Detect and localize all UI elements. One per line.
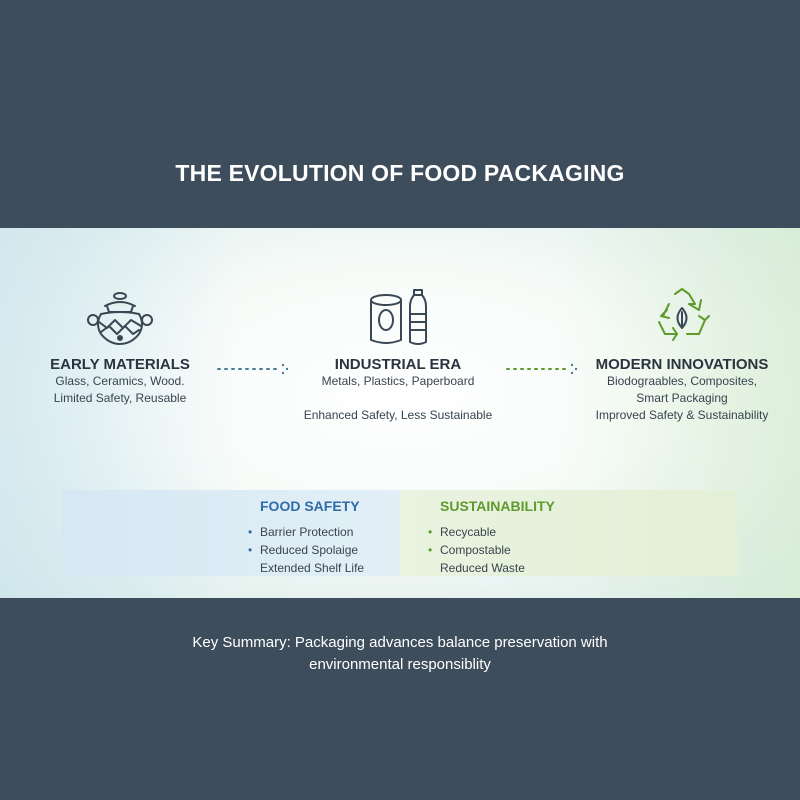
benefits-table: FOOD SAFETY Barrier Protection Reduced S… [62,490,738,576]
food-safety-list: Barrier Protection Reduced Spolaige Exte… [248,523,364,577]
stage-modern-innovations: MODERN INNOVATIONS Biodograables, Compos… [562,286,800,424]
stage-description: Enhanced Safety, Less Sustainable [303,408,493,422]
stage-description: Metals, Plastics, Paperboard [321,374,475,388]
stage-name: EARLY MATERIALS [50,356,190,373]
list-item: Extended Shelf Life [260,561,365,575]
key-summary: Key Summary: Packaging advances balance … [0,632,800,676]
clay-pot-icon [0,286,240,348]
sustainability-list: Recycable Compostable Reduced Waste [428,523,525,577]
list-item: Reduced Spolaige [248,541,364,559]
dotted-arrow-icon [216,362,292,380]
stage-description: Biodograables, Composites, [606,374,758,388]
stage-early-materials: EARLY MATERIALS Glass, Ceramics, Wood. L… [0,286,240,407]
food-safety-column: FOOD SAFETY Barrier Protection Reduced S… [62,490,400,576]
timeline-panel: EARLY MATERIALS Glass, Ceramics, Wood. L… [0,228,800,598]
sustainability-column: SUSTAINABILITY Recycable Compostable Red… [400,490,738,576]
stage-description: Improved Safety & Sustainability [595,408,769,422]
stage-name: INDUSTRIAL ERA [334,356,462,373]
stage-industrial-era: INDUSTRIAL ERA Metals, Plastics, Paperbo… [278,286,518,424]
list-item: Barrier Protection [248,523,364,541]
sustainability-heading: SUSTAINABILITY [440,498,555,514]
list-item: Compostable [428,541,525,559]
food-safety-heading: FOOD SAFETY [260,498,360,514]
can-and-bottle-icon [278,286,518,348]
summary-line: environmental responsiblity [309,656,491,673]
stage-description: Limited Safety, Reusable [53,391,187,405]
recycle-leaf-icon [562,286,800,348]
list-item: Recycable [428,523,525,541]
stage-description: Smart Packaging [636,391,728,405]
dotted-arrow-icon [505,362,581,380]
stage-name: MODERN INNOVATIONS [595,356,769,373]
list-item: Reduced Waste [440,561,525,575]
stage-description: Glass, Ceramics, Wood. [55,374,185,388]
page-title: THE EVOLUTION OF FOOD PACKAGING [175,160,625,186]
summary-line: Key Summary: Packaging advances balance … [192,634,608,651]
